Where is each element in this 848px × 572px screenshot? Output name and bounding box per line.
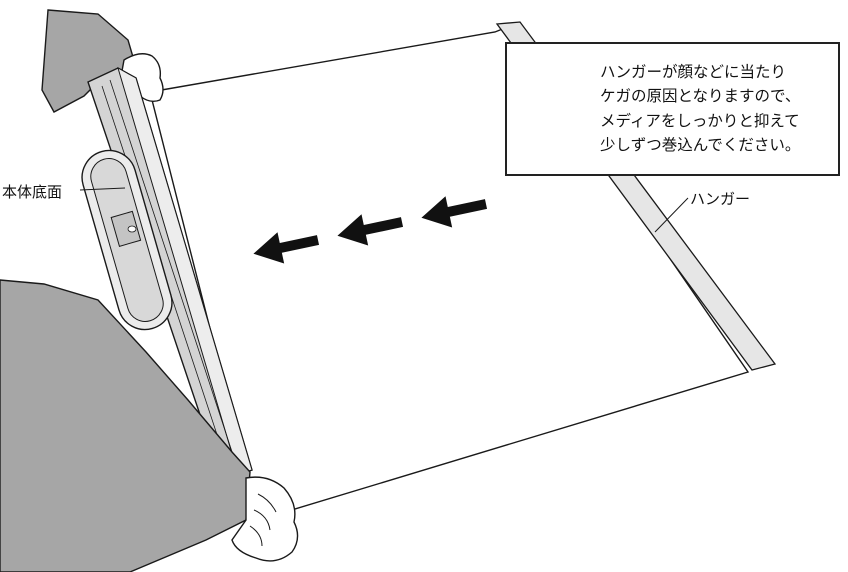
device-edge-highlight (117, 66, 253, 475)
direction-arrow (253, 232, 320, 264)
direction-arrow (421, 196, 488, 228)
rolling-direction-arrows (253, 196, 488, 264)
lower-hand (231, 476, 299, 562)
label-hanger: ハンガー (690, 190, 751, 208)
hanger-leader-line (654, 197, 689, 233)
device-latch-hole (127, 225, 137, 233)
warning-notice-box: ハンガーが顔などに当たり ケガの原因となりますので、 メディアをしっかりと抑えて… (505, 42, 840, 176)
device-latch (110, 210, 142, 247)
label-device-bottom: 本体底面 (2, 183, 63, 201)
device-groove-line-2 (109, 79, 239, 471)
warning-text: ハンガーが顔などに当たり ケガの原因となりますので、 メディアをしっかりと抑えて… (600, 63, 801, 155)
lower-arm-sleeve (0, 279, 251, 572)
direction-arrow (337, 214, 404, 246)
body-leader-line (79, 187, 126, 191)
lower-hand-fingers (249, 493, 277, 547)
